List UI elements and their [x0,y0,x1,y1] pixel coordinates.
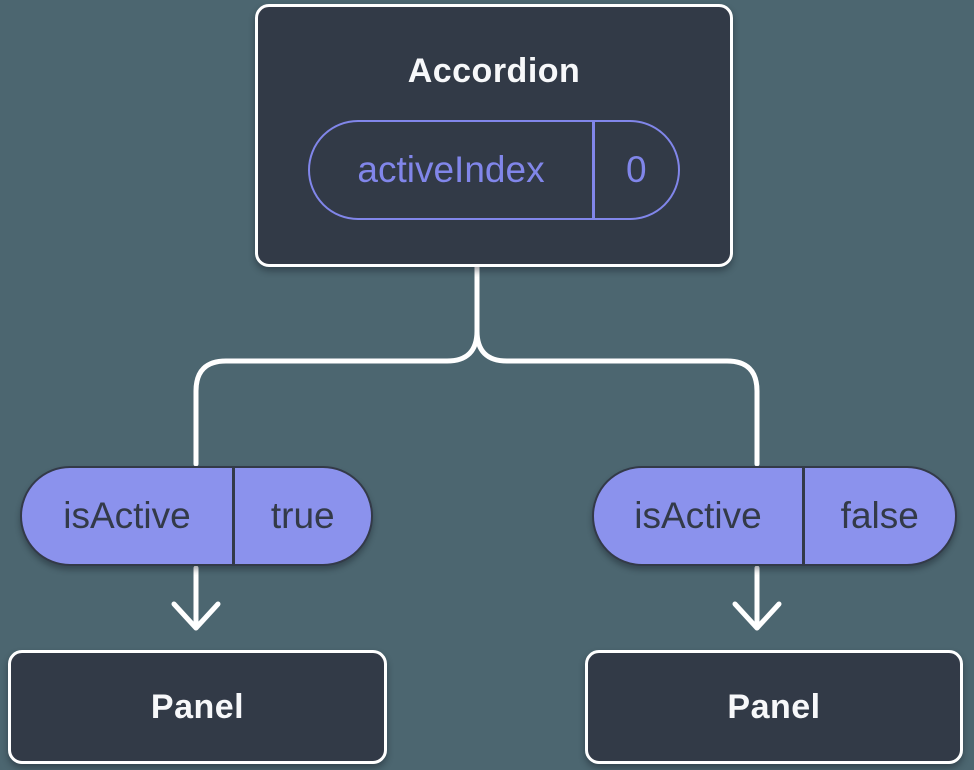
pill-divider [802,468,805,564]
state-value: 0 [625,149,647,190]
prop-name: isActive [63,495,191,536]
panel-node-right: Panel [585,650,963,764]
panel-label: Panel [150,687,245,726]
accordion-title: Accordion [407,52,581,90]
arrow-down-right-icon [732,565,782,631]
connector-left-branch [193,263,480,467]
panel-label: Panel [727,687,821,726]
prop-value: true [270,495,335,536]
state-name: activeIndex [357,149,545,190]
panel-node-left: Panel [8,650,387,764]
arrow-down-left-icon [171,565,221,631]
state-pill: activeIndex 0 [308,120,680,220]
pill-divider [232,468,235,564]
prop-pill-left: isActive true [20,466,373,566]
prop-name: isActive [634,495,762,536]
connector-right-branch [474,263,760,467]
pill-divider [592,122,595,218]
prop-value: false [840,495,919,536]
prop-pill-right: isActive false [592,466,957,566]
accordion-node: Accordion activeIndex 0 [255,4,733,267]
